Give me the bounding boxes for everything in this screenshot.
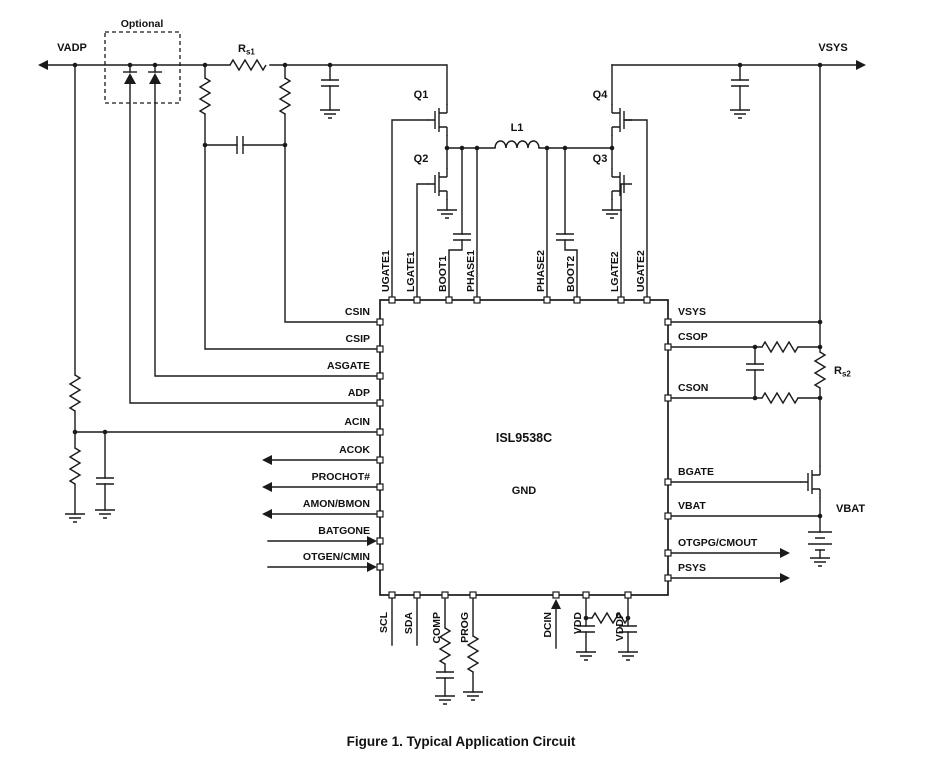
node-label-vadp: VADP — [57, 42, 87, 54]
ic-body — [379, 299, 669, 596]
pin-label-otgpg-cmout: OTGPG/CMOUT — [678, 537, 758, 549]
prochot-arrow — [262, 482, 272, 492]
optional-box — [104, 31, 181, 104]
pin-label-prochot: PROCHOT# — [312, 471, 371, 483]
acin-cap — [95, 477, 115, 485]
dcin-arrow — [551, 599, 561, 609]
vsys-arrow — [856, 60, 866, 70]
bgate-mosfet — [799, 465, 821, 499]
pin-label-lgate2: LGATE2 — [609, 251, 621, 292]
pin-label-ugate1: UGATE1 — [380, 250, 392, 292]
top-pin-labels: UGATE1 LGATE1 BOOT1 PHASE1 PHASE2 BOOT2 … — [380, 250, 647, 292]
pin-label-csip: CSIP — [345, 333, 370, 345]
amon-bmon-arrow — [262, 509, 272, 519]
psys-arrow — [780, 573, 790, 583]
battery-symbol — [807, 531, 833, 551]
vsys-rail-and-right-network-wires — [611, 64, 857, 579]
pin-label-acin: ACIN — [344, 416, 370, 428]
comp-cap — [435, 671, 455, 679]
pin-label-psys: PSYS — [678, 562, 706, 574]
adapter-input-cap — [320, 79, 340, 87]
pin-label-vddp: VDDP — [614, 612, 626, 641]
label-l1: L1 — [511, 122, 524, 134]
csop-filter-resistor — [761, 341, 799, 353]
l1-inductor — [494, 140, 540, 149]
right-pin-labels: VSYS CSOP CSON BGATE VBAT OTGPG/CMOUT PS… — [678, 306, 758, 574]
pin-label-csop: CSOP — [678, 331, 708, 343]
bottom-pin-labels: SCL SDA COMP PROG DCIN VDD VDDP — [378, 611, 626, 643]
otgen-cmin-arrow — [367, 562, 377, 572]
label-rs1: Rs1 — [238, 43, 255, 57]
pin-label-otgen-cmin: OTGEN/CMIN — [303, 551, 370, 563]
cson-filter-resistor — [761, 392, 799, 404]
label-rs2: Rs2 — [834, 365, 851, 379]
label-q1: Q1 — [414, 89, 429, 101]
pin-label-comp: COMP — [431, 612, 443, 644]
boot1-cap — [452, 233, 472, 241]
ic-pin-squares — [376, 296, 672, 599]
adapter-rail-and-left-network-wires — [47, 64, 448, 515]
pin-label-vbat: VBAT — [678, 500, 706, 512]
q2-mosfet — [426, 167, 448, 201]
pin-label-bgate: BGATE — [678, 466, 714, 478]
pin-label-batgone: BATGONE — [318, 525, 370, 537]
node-label-vsys: VSYS — [818, 42, 847, 54]
pin-label-lgate1: LGATE1 — [405, 251, 417, 292]
pin-label-adp: ADP — [348, 387, 370, 399]
pin-label-vsys: VSYS — [678, 306, 706, 318]
optional-box-label: Optional — [121, 18, 164, 30]
csin-filter-resistor — [279, 77, 291, 115]
ic-part-number: ISL9538C — [496, 431, 552, 445]
ic-gnd-label: GND — [512, 485, 537, 497]
vadp-arrow — [38, 60, 48, 70]
current-sense-filter-cap — [236, 135, 244, 155]
acin-divider-resistor-bottom — [69, 447, 81, 485]
bottom-network-wires — [391, 597, 629, 697]
circuit-wires — [47, 64, 857, 697]
rs1-sense-resistor — [229, 59, 267, 71]
csop-cson-cap — [745, 363, 765, 371]
acok-arrow — [262, 455, 272, 465]
optional-diode-2 — [147, 71, 163, 85]
acin-divider-resistor-top — [69, 374, 81, 412]
pin-label-boot1: BOOT1 — [437, 256, 449, 292]
pin-label-csin: CSIN — [345, 306, 370, 318]
pin-label-phase1: PHASE1 — [465, 250, 477, 292]
q4-mosfet — [611, 103, 633, 137]
pin-label-amon-bmon: AMON/BMON — [303, 498, 370, 510]
otgpg-cmout-arrow — [780, 548, 790, 558]
csip-filter-resistor — [199, 77, 211, 115]
pin-label-scl: SCL — [378, 611, 390, 633]
pin-label-ugate2: UGATE2 — [635, 250, 647, 292]
label-q3: Q3 — [593, 153, 608, 165]
optional-diode-1 — [122, 71, 138, 85]
pin-label-prog: PROG — [459, 612, 471, 643]
rs2-sense-resistor — [814, 351, 826, 389]
pin-label-phase2: PHASE2 — [535, 250, 547, 292]
q1-mosfet — [426, 103, 448, 137]
left-pin-labels: CSIN CSIP ASGATE ADP ACIN ACOK PROCHOT# … — [303, 306, 371, 563]
pin-label-vdd: VDD — [572, 612, 584, 635]
pin-label-sda: SDA — [403, 612, 415, 635]
pin-label-asgate: ASGATE — [327, 360, 370, 372]
pin-label-acok: ACOK — [339, 444, 370, 456]
label-q4: Q4 — [593, 89, 609, 101]
power-stage-wires — [391, 64, 648, 301]
pin-label-boot2: BOOT2 — [565, 256, 577, 292]
label-q2: Q2 — [414, 153, 429, 165]
junction-dots — [72, 62, 823, 621]
figure-caption: Figure 1. Typical Application Circuit — [347, 734, 576, 749]
left-signal-wires — [267, 459, 378, 568]
boot2-cap — [555, 233, 575, 241]
vsys-output-cap — [730, 79, 750, 87]
pin-label-dcin: DCIN — [542, 612, 554, 638]
node-label-vbat: VBAT — [836, 503, 865, 515]
pin-label-cson: CSON — [678, 382, 708, 394]
batgone-arrow — [367, 536, 377, 546]
